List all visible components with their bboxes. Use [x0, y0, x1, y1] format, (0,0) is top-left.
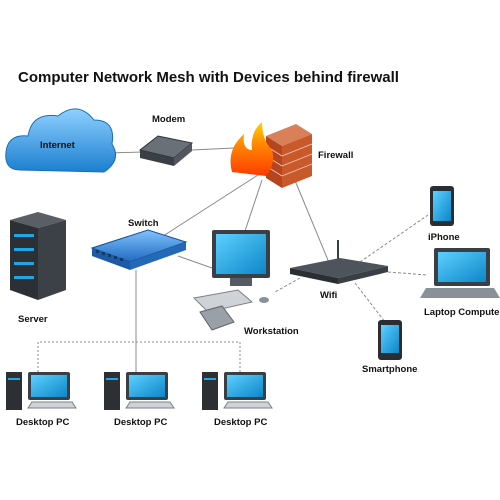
server-icon: Server — [10, 212, 66, 325]
laptop-label: Laptop Computer — [424, 307, 500, 318]
smartphone-label: Smartphone — [362, 364, 417, 375]
link-firewall-switch — [159, 174, 259, 239]
diagram-title: Computer Network Mesh with Devices behin… — [18, 69, 399, 86]
wifi-router-icon: Wifi — [290, 240, 388, 301]
desktop-pc-1-label: Desktop PC — [16, 417, 69, 428]
server-label: Server — [18, 314, 48, 325]
link-wifi-laptop — [387, 271, 429, 276]
link-modem-firewall — [191, 147, 235, 151]
workstation-label: Workstation — [244, 326, 299, 337]
firewall-icon: Firewall — [230, 122, 353, 188]
iphone-icon: iPhone — [428, 186, 460, 243]
desktop-pc-icon: Desktop PC — [202, 372, 273, 428]
modem-icon: Modem — [138, 114, 194, 166]
desktop-pc-icon: Desktop PC — [6, 372, 77, 428]
wifi-label: Wifi — [320, 290, 337, 301]
desktop-pc-icon: Desktop PC — [104, 372, 175, 428]
link-switch-workstation — [177, 255, 213, 269]
switch-label: Switch — [128, 218, 159, 229]
smartphone-icon: Smartphone — [362, 320, 417, 375]
internet-label: Internet — [40, 140, 76, 151]
link-firewall-workstation — [243, 179, 263, 235]
desktop-bus — [37, 341, 241, 372]
link-wifi-workstation — [274, 277, 301, 293]
link-firewall-wifi — [293, 177, 331, 266]
desktop-pc-3-label: Desktop PC — [214, 417, 267, 428]
workstation-icon: Workstation — [192, 230, 299, 337]
iphone-label: iPhone — [428, 232, 460, 243]
link-wifi-smartphone — [354, 282, 386, 323]
switch-icon: Switch — [90, 218, 188, 270]
link-wifi-iphone — [359, 214, 429, 263]
firewall-label: Firewall — [318, 150, 353, 161]
desktop-pc-2-label: Desktop PC — [114, 417, 167, 428]
internet-cloud-icon: Internet — [5, 108, 117, 173]
modem-label: Modem — [152, 114, 185, 125]
laptop-icon: Laptop Computer — [420, 248, 500, 318]
connection-lines — [37, 147, 429, 372]
